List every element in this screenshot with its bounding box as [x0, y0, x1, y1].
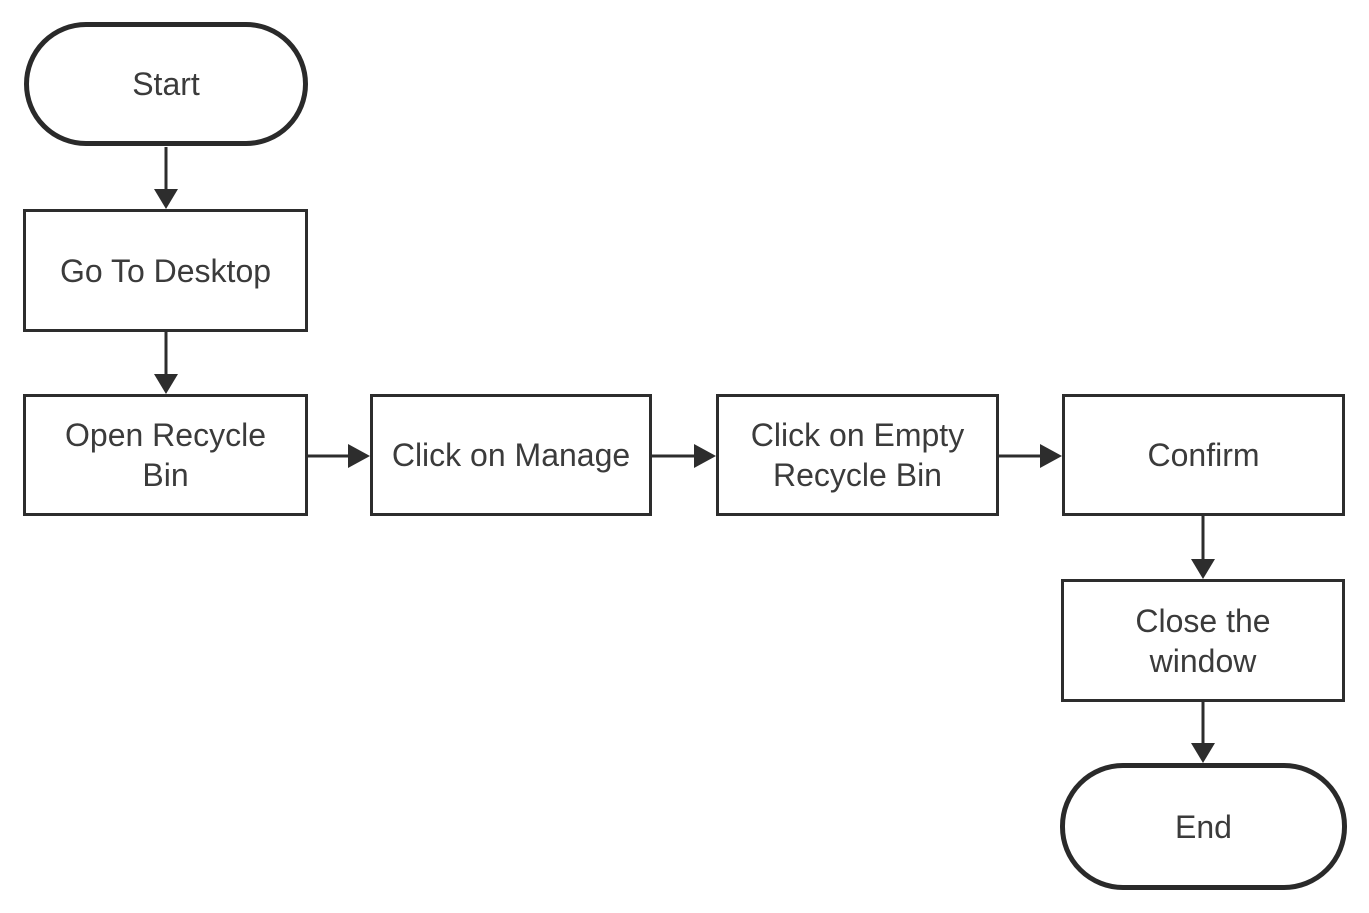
- arrow-goto-to-open: [154, 332, 178, 394]
- arrow-open-to-manage: [308, 444, 370, 468]
- arrow-manage-to-empty: [652, 444, 716, 468]
- flow-node-end-label: End: [1175, 808, 1232, 845]
- flow-node-open-recycle-bin-label: Open Recycle Bin: [65, 417, 266, 493]
- flow-node-close-the-window: Close the window: [1061, 579, 1345, 702]
- flow-node-go-to-desktop-label: Go To Desktop: [59, 252, 272, 289]
- flow-node-open-recycle-bin: Open Recycle Bin: [23, 394, 308, 516]
- flow-node-end: End: [1060, 763, 1347, 890]
- flow-node-click-on-manage-label: Click on Manage: [391, 437, 631, 473]
- flow-node-click-on-empty-recycle-bin-label: Click on Empty Recycle Bin: [750, 417, 965, 493]
- flow-node-confirm: Confirm: [1062, 394, 1345, 516]
- flow-node-go-to-desktop: Go To Desktop: [23, 209, 308, 332]
- arrow-start-to-goto: [154, 147, 178, 209]
- arrow-close-to-end: [1191, 702, 1215, 763]
- flow-node-click-on-manage: Click on Manage: [370, 394, 652, 516]
- flow-node-close-the-window-label: Close the window: [1135, 602, 1271, 679]
- flow-node-click-on-empty-recycle-bin: Click on Empty Recycle Bin: [716, 394, 999, 516]
- arrow-empty-to-confirm: [999, 444, 1062, 468]
- flow-node-start-label: Start: [132, 66, 200, 102]
- flow-node-confirm-label: Confirm: [1147, 437, 1260, 473]
- flow-node-start: Start: [24, 22, 308, 146]
- arrow-confirm-to-close: [1191, 516, 1215, 579]
